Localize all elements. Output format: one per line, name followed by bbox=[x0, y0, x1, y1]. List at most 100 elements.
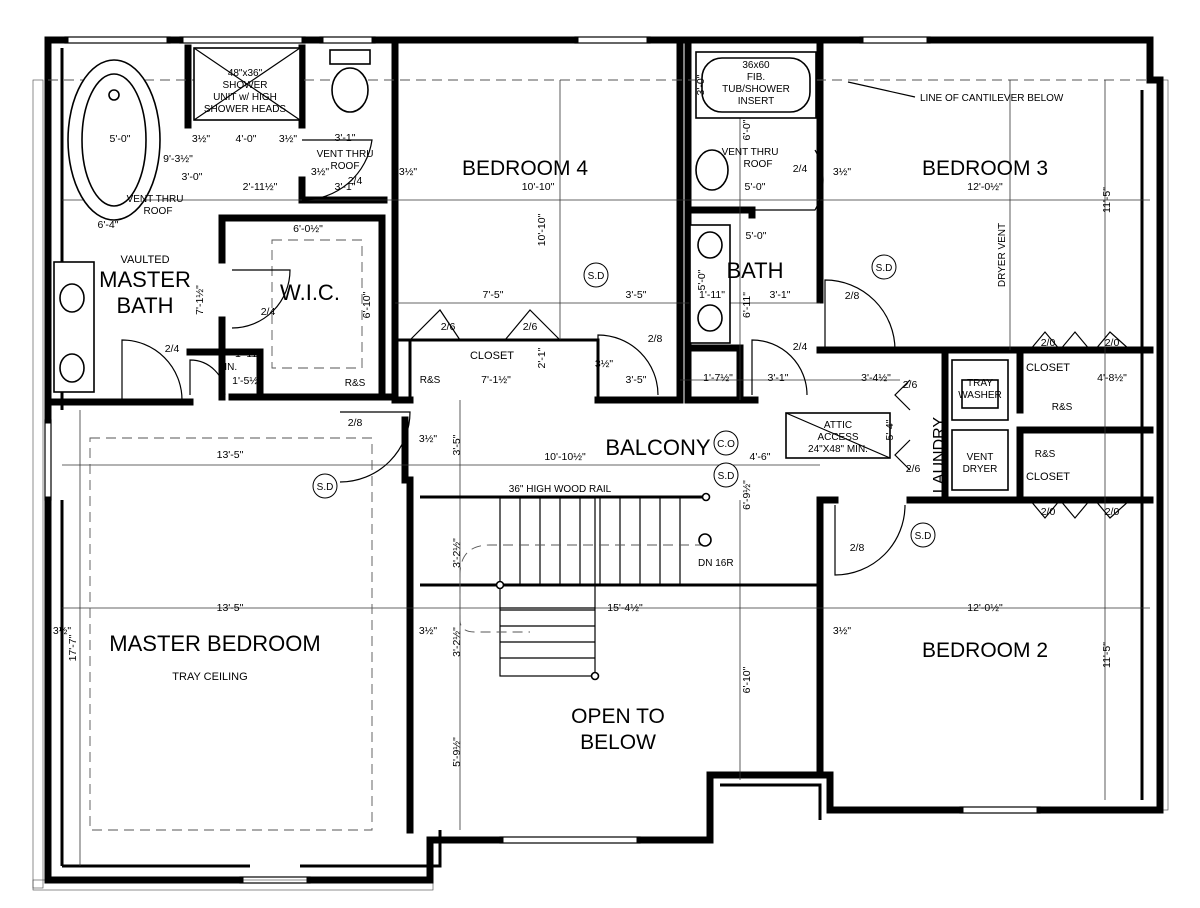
label-bath: BATH bbox=[726, 258, 783, 283]
dim: 3½" bbox=[311, 166, 330, 178]
note-tub-4: INSERT bbox=[738, 96, 775, 107]
stair-arrow-icon bbox=[698, 533, 712, 547]
dim: 12'-0½" bbox=[967, 181, 1003, 193]
guide-lines bbox=[48, 79, 1150, 866]
dim: 3½" bbox=[833, 166, 852, 178]
dim: 4'-8½" bbox=[1097, 372, 1127, 384]
dim: 2/0 bbox=[1105, 337, 1120, 349]
dim: 3½" bbox=[419, 625, 438, 637]
dim: 2/6 bbox=[441, 321, 456, 333]
dim: 3'-1" bbox=[335, 181, 356, 193]
fixtures bbox=[53, 47, 1009, 491]
note-sd: S.D bbox=[915, 531, 932, 542]
bath-toilet-icon bbox=[695, 149, 729, 191]
note-sd: S.D bbox=[588, 271, 605, 282]
tray-ceiling-outline bbox=[89, 437, 373, 831]
dim: 1'-5½" bbox=[232, 375, 262, 387]
label-bedroom4: BEDROOM 4 bbox=[462, 157, 588, 180]
note-attic-2: ACCESS bbox=[817, 432, 858, 443]
door-wic bbox=[231, 269, 291, 329]
label-master-bath-2: BATH bbox=[116, 293, 173, 318]
label-open-below-2: BELOW bbox=[580, 731, 656, 754]
sd-icon bbox=[583, 262, 609, 288]
note-tray: TRAY bbox=[967, 378, 993, 389]
note-vent-2b: ROOF bbox=[331, 161, 360, 172]
dim: 5'-0" bbox=[745, 181, 766, 193]
dim: 3'-0" bbox=[695, 74, 707, 95]
label-wic: W.I.C. bbox=[280, 280, 340, 305]
note-attic-1: ATTIC bbox=[824, 420, 852, 431]
door-linen bbox=[189, 359, 226, 396]
dim: 2/4 bbox=[261, 306, 276, 318]
note-dryer-vent: DRYER VENT bbox=[997, 223, 1008, 287]
label-linen: LIN. bbox=[219, 362, 237, 373]
stair-treads bbox=[500, 498, 681, 659]
door-bath bbox=[751, 339, 808, 396]
door-master-bedroom bbox=[339, 411, 411, 483]
sd-icon bbox=[871, 254, 897, 280]
windows bbox=[44, 36, 1041, 884]
label-balcony: BALCONY bbox=[605, 435, 710, 460]
wic-outline bbox=[271, 239, 363, 369]
dim: 3'-2½" bbox=[451, 538, 463, 568]
dim: 2/4 bbox=[348, 175, 363, 187]
note-rs-upper: R&S bbox=[1052, 402, 1073, 413]
dim: 15'-4½" bbox=[607, 602, 643, 614]
room-labels: BEDROOM 4 BEDROOM 3 BEDROOM 2 MASTER BED… bbox=[99, 157, 1070, 754]
label-master-bedroom: MASTER BEDROOM bbox=[109, 631, 320, 656]
dim: 2/0 bbox=[1041, 506, 1056, 518]
dim: 6'-0" bbox=[741, 119, 753, 140]
dim: 3'-5" bbox=[626, 289, 647, 301]
dim: 6'-9½" bbox=[741, 480, 753, 510]
note-co: C.O bbox=[717, 439, 735, 450]
note-rail: 36" HIGH WOOD RAIL bbox=[509, 484, 612, 495]
dim: 13'-5" bbox=[217, 602, 244, 614]
doors bbox=[121, 139, 1131, 576]
dim: 10'-10½" bbox=[544, 451, 586, 463]
dim: 3½" bbox=[399, 166, 418, 178]
dim: 2/8 bbox=[845, 290, 860, 302]
dimension-labels: 5'-0" 9'-3½" 3'-0" 6'-4" 3½" 4'-0" 3½" 3… bbox=[53, 74, 1127, 767]
note-tub-1: 36x60 bbox=[742, 60, 770, 71]
dim: 2/6 bbox=[906, 463, 921, 475]
note-vent-1b: ROOF bbox=[144, 206, 173, 217]
note-vent-3a: VENT THRU bbox=[722, 147, 779, 158]
note-shower-2: SHOWER bbox=[223, 80, 268, 91]
label-vaulted: VAULTED bbox=[120, 254, 169, 266]
note-vent: VENT bbox=[967, 452, 994, 463]
dim: 13'-5" bbox=[217, 449, 244, 461]
dim: 1'-7½" bbox=[703, 372, 733, 384]
note-sd: S.D bbox=[317, 482, 334, 493]
label-open-below-1: OPEN TO bbox=[571, 705, 665, 728]
notes: 48"x36" SHOWER UNIT w/ HIGH SHOWER HEADS… bbox=[127, 60, 1073, 569]
dim: 2/0 bbox=[1041, 337, 1056, 349]
dim: 7'-1½" bbox=[194, 285, 206, 315]
door-bedroom2 bbox=[834, 504, 906, 576]
dim: 3½" bbox=[279, 133, 298, 145]
toilet-icon bbox=[329, 49, 371, 65]
dim: 6'-10" bbox=[361, 291, 373, 318]
note-tub-2: FIB. bbox=[747, 72, 765, 83]
door-master-bath bbox=[121, 339, 183, 401]
dim: 6'-4" bbox=[98, 219, 119, 231]
note-sd: S.D bbox=[718, 471, 735, 482]
dim: 7'-1½" bbox=[481, 374, 511, 386]
note-rs-lower: R&S bbox=[1035, 449, 1056, 460]
dim: 4'-6" bbox=[750, 451, 771, 463]
dim: 6'-10" bbox=[741, 666, 753, 693]
dim: 5'-0" bbox=[110, 133, 131, 145]
dim: 2'-1" bbox=[536, 347, 548, 368]
note-shower-4: SHOWER HEADS bbox=[204, 104, 287, 115]
dim: 6'-0½" bbox=[293, 223, 323, 235]
note-washer: WASHER bbox=[958, 390, 1002, 401]
stairs bbox=[420, 492, 820, 681]
dim: 3'-5" bbox=[451, 434, 463, 455]
dim: 3'-4½" bbox=[861, 372, 891, 384]
dim: 5'-0" bbox=[696, 269, 708, 290]
dim: 4'-0" bbox=[236, 133, 257, 145]
dim: 7'-5" bbox=[483, 289, 504, 301]
label-tray-ceiling: TRAY CEILING bbox=[172, 671, 247, 683]
dim: 5'-9½" bbox=[451, 737, 463, 767]
note-sd: S.D bbox=[876, 263, 893, 274]
